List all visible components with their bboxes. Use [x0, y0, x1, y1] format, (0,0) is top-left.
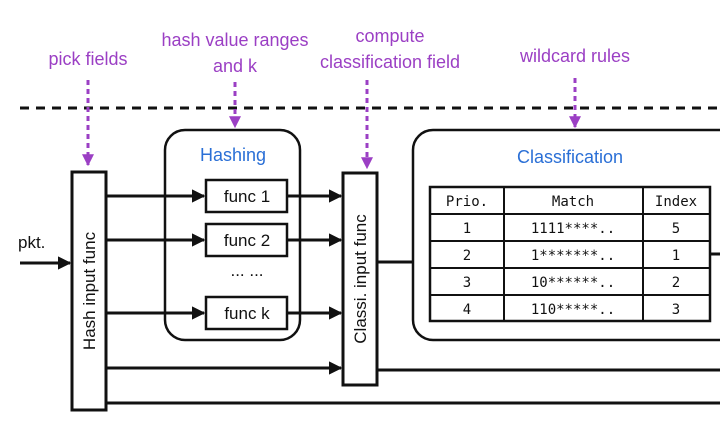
row-1-index: 5: [672, 221, 680, 237]
rule-table-frame: [428, 185, 712, 323]
header-prio: Prio.: [446, 194, 488, 210]
row-3-index: 2: [672, 275, 680, 291]
hashing-title: Hashing: [200, 145, 266, 165]
classification-title: Classification: [517, 147, 623, 167]
row-4-match: 110*****..: [531, 302, 615, 318]
header-match: Match: [552, 194, 594, 210]
header-index: Index: [655, 194, 697, 210]
row-2-match: 1*******..: [531, 248, 615, 264]
row-4-index: 3: [672, 302, 680, 318]
rule-table: Prio. Match Index 1 1111****.. 5 2 1****…: [428, 185, 712, 323]
func-ellipsis: ... ...: [230, 261, 263, 280]
row-4-prio: 4: [463, 302, 471, 318]
classi-input-func-box: [341, 171, 379, 387]
func-1-label: func 1: [224, 187, 270, 206]
func-k-label: func k: [224, 304, 270, 323]
annotation-compute-line1: compute: [355, 26, 424, 46]
annotation-wildcard-rules: wildcard rules: [519, 46, 630, 66]
func-k-box: [204, 295, 289, 331]
annotation-pick-fields: pick fields: [48, 49, 127, 69]
row-1-match: 1111****..: [531, 221, 615, 237]
func-2-label: func 2: [224, 231, 270, 250]
row-1-prio: 1: [463, 221, 471, 237]
row-3-prio: 3: [463, 275, 471, 291]
hash-input-func-label: Hash input func: [80, 231, 99, 350]
annotation-hash-ranges-line2: and k: [213, 56, 258, 76]
classi-input-func-label: Classi. input func: [351, 214, 370, 344]
hash-input-func-box: [70, 170, 108, 412]
row-2-index: 1: [672, 248, 680, 264]
pkt-label: pkt.: [18, 233, 45, 252]
row-3-match: 10******..: [531, 275, 615, 291]
annotation-compute-line2: classification field: [320, 52, 460, 72]
row-2-prio: 2: [463, 248, 471, 264]
annotation-hash-ranges-line1: hash value ranges: [161, 30, 308, 50]
